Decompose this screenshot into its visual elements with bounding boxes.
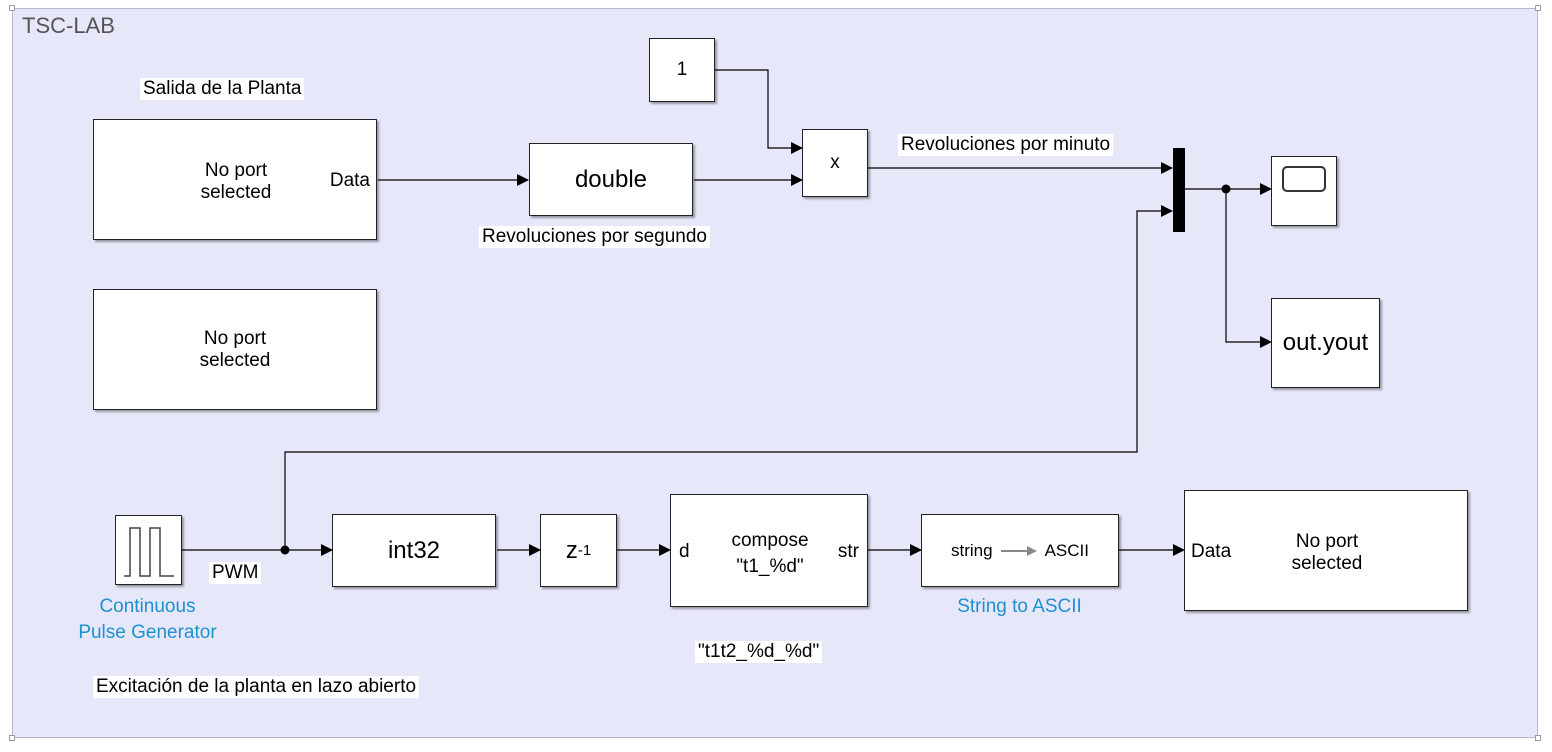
wire-pwm-to-mux bbox=[284, 205, 1173, 550]
compose-in-port: d bbox=[679, 541, 690, 562]
compose-out-port: str bbox=[837, 541, 859, 562]
label-salida-planta: Salida de la Planta bbox=[140, 78, 305, 100]
area-resize-handle-bl[interactable] bbox=[9, 735, 15, 741]
label-continuous-pulse-generator[interactable]: Continuous Pulse Generator bbox=[60, 594, 235, 646]
scope-icon bbox=[1282, 166, 1326, 192]
compose-format: "t1_%d" bbox=[736, 556, 804, 577]
double-convert-block[interactable]: double bbox=[529, 143, 693, 216]
branch-point-pwm bbox=[280, 545, 290, 555]
mux-block[interactable] bbox=[1173, 148, 1185, 232]
str2ascii-right: ASCII bbox=[1044, 540, 1089, 560]
to-workspace-block[interactable]: out.yout bbox=[1271, 298, 1380, 388]
wire-to-workspace bbox=[1225, 189, 1272, 348]
plant-output-1-line2: selected bbox=[200, 182, 272, 203]
plant-output-block-1[interactable]: No port selected Data bbox=[93, 119, 377, 240]
unit-delay-block[interactable]: z-1 bbox=[540, 514, 617, 587]
area-resize-handle-tr[interactable] bbox=[1535, 5, 1541, 11]
label-string-to-ascii[interactable]: String to ASCII bbox=[957, 596, 1082, 617]
area-resize-handle-br[interactable] bbox=[1535, 735, 1541, 741]
area-title: TSC-LAB bbox=[22, 13, 115, 38]
scope-block[interactable] bbox=[1271, 156, 1337, 226]
delay-base: z bbox=[565, 536, 578, 564]
compose-string-block[interactable]: d str compose "t1_%d" bbox=[670, 494, 868, 607]
plant-output-1-line1: No port bbox=[204, 160, 268, 181]
label-excitacion: Excitación de la planta en lazo abierto bbox=[93, 676, 420, 698]
label-pwm: PWM bbox=[209, 562, 262, 584]
str2ascii-left: string bbox=[951, 540, 993, 560]
plant-input-line1: No port bbox=[1295, 531, 1359, 552]
product-block[interactable]: x bbox=[802, 129, 868, 197]
plant-output-block-2[interactable]: No port selected bbox=[93, 289, 377, 410]
constant-block[interactable]: 1 bbox=[649, 38, 715, 102]
plant-input-port-data: Data bbox=[1191, 541, 1232, 562]
label-rev-por-segundo: Revoluciones por segundo bbox=[479, 226, 710, 248]
pulse-wave-icon bbox=[124, 527, 174, 577]
plant-input-block[interactable]: Data No port selected bbox=[1184, 490, 1468, 611]
label-format-alt: "t1t2_%d_%d" bbox=[695, 641, 823, 663]
string-to-ascii-block[interactable]: string ASCII bbox=[921, 514, 1119, 587]
compose-title: compose bbox=[731, 530, 809, 551]
delay-exponent: -1 bbox=[577, 542, 592, 559]
plant-output-1-port-data: Data bbox=[329, 170, 370, 191]
arrow-right-icon bbox=[1000, 545, 1037, 556]
pulse-generator-block[interactable] bbox=[115, 515, 182, 585]
plant-input-line2: selected bbox=[1291, 553, 1363, 574]
int32-convert-block[interactable]: int32 bbox=[332, 514, 496, 587]
pulse-gen-name-line1: Continuous bbox=[99, 596, 196, 617]
plant-output-2-line1: No port bbox=[203, 327, 267, 349]
pulse-gen-name-line2: Pulse Generator bbox=[78, 622, 217, 643]
plant-output-2-line2: selected bbox=[199, 349, 271, 371]
label-rev-por-minuto: Revoluciones por minuto bbox=[898, 134, 1114, 156]
area-resize-handle-tl[interactable] bbox=[9, 5, 15, 11]
branch-point-mux bbox=[1221, 184, 1231, 194]
wire-constant-to-product bbox=[715, 69, 803, 154]
